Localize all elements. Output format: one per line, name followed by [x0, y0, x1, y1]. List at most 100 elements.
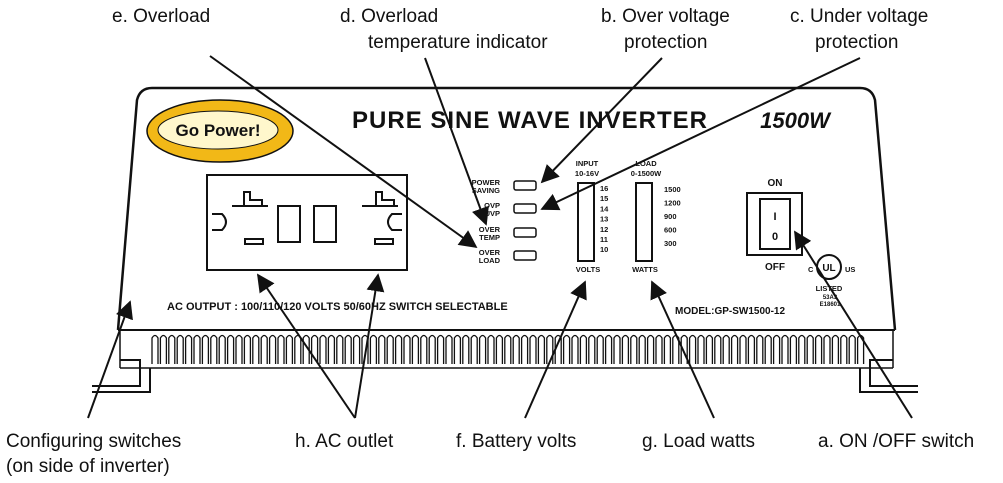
- fin: [798, 334, 806, 364]
- fin: [218, 334, 226, 364]
- fin: [529, 334, 537, 364]
- callout-config-1: Configuring switches: [6, 431, 181, 452]
- callout-ovp-1: b. Over voltage: [601, 6, 730, 27]
- leader-overtemp: [424, 57, 489, 226]
- fin: [176, 334, 184, 364]
- fin: [428, 334, 436, 364]
- fin: [470, 334, 478, 364]
- indicator-led: [513, 180, 537, 191]
- fin: [697, 334, 705, 364]
- load-scale-tick: 1200: [664, 199, 681, 208]
- fin: [352, 334, 361, 364]
- fin: [764, 334, 772, 364]
- fin: [277, 334, 285, 364]
- fin: [579, 334, 588, 364]
- fin: [369, 334, 378, 364]
- fin: [462, 334, 470, 364]
- fin: [378, 334, 386, 364]
- ul-code-1: 53A3: [823, 295, 838, 301]
- switch-off-symbol: 0: [772, 231, 778, 243]
- fin: [294, 334, 302, 364]
- battery-meter-header-1: INPUT: [576, 159, 599, 168]
- fin: [386, 334, 394, 364]
- indicator-label-line1: OVP: [484, 201, 500, 210]
- leader-load-watts: [650, 280, 715, 419]
- fin: [747, 334, 756, 364]
- fin: [201, 334, 210, 364]
- fin: [151, 334, 159, 364]
- fin: [562, 334, 571, 364]
- fin: [840, 334, 848, 364]
- fin: [453, 334, 462, 364]
- mounting-foot-left: [92, 359, 151, 393]
- callout-uvp-2: protection: [815, 32, 898, 53]
- ul-code-2: E18601: [820, 302, 841, 308]
- load-scale-tick: 1500: [664, 185, 681, 194]
- model-label: MODEL:GP-SW1500-12: [675, 306, 785, 317]
- callout-on-off: a. ON /OFF switch: [818, 431, 974, 452]
- ac-outlet: [206, 174, 408, 271]
- fin: [302, 334, 310, 364]
- fin: [420, 334, 428, 364]
- fin: [394, 334, 403, 364]
- callout-overtemp-2: temperature indicator: [368, 32, 548, 53]
- fin: [336, 334, 344, 364]
- fin: [537, 334, 546, 364]
- fin: [445, 334, 453, 364]
- load-meter-header-2: 0-1500W: [631, 169, 662, 178]
- fin: [621, 334, 630, 364]
- fin: [613, 334, 621, 364]
- battery-scale-tick: 14: [600, 204, 609, 213]
- load-scale-tick: 600: [664, 226, 677, 235]
- fin: [193, 334, 201, 364]
- callout-uvp-1: c. Under voltage: [790, 6, 928, 27]
- fin: [789, 334, 798, 364]
- fin: [739, 334, 747, 364]
- fin: [588, 334, 596, 364]
- battery-scale-tick: 13: [600, 215, 608, 224]
- brand-name: Go Power!: [175, 121, 260, 140]
- indicator-label-line2: TEMP: [479, 233, 500, 242]
- on-off-switch[interactable]: ON I 0 OFF: [746, 178, 803, 273]
- fin: [411, 334, 420, 364]
- fin: [688, 334, 697, 364]
- switch-off-label: OFF: [765, 262, 785, 273]
- fin: [814, 334, 823, 364]
- fin: [722, 334, 730, 364]
- ul-listed-label: LISTED: [816, 284, 843, 293]
- battery-scale-tick: 15: [600, 194, 608, 203]
- fin: [260, 334, 268, 364]
- indicator-label-line2: LOAD: [479, 256, 501, 265]
- indicator-led: [513, 227, 537, 238]
- fin: [436, 334, 445, 364]
- fin: [655, 334, 663, 364]
- leader-uvp: [540, 57, 861, 211]
- fin: [705, 334, 714, 364]
- leader-outlet-right: [354, 273, 385, 419]
- load-meter-footer: WATTS: [632, 265, 658, 274]
- battery-scale-tick: 12: [600, 225, 608, 234]
- callout-ovp-2: protection: [624, 32, 707, 53]
- callout-leaders: [87, 55, 913, 419]
- fin: [714, 334, 722, 364]
- fin: [848, 334, 856, 364]
- load-scale-tick: 300: [664, 239, 677, 248]
- leader-overload: [209, 55, 478, 249]
- fin: [327, 334, 336, 364]
- indicator-led: [513, 250, 537, 261]
- fin: [646, 334, 655, 364]
- indicator-label-line1: POWER: [472, 178, 501, 187]
- fin: [495, 334, 504, 364]
- fin: [604, 334, 613, 364]
- power-rating: 1500W: [760, 108, 832, 133]
- callout-config-2: (on side of inverter): [6, 456, 170, 477]
- indicator-label-line2: UVP: [485, 209, 500, 218]
- callout-battery-volts: f. Battery volts: [456, 431, 576, 452]
- fin: [243, 334, 252, 364]
- battery-scale-tick: 10: [600, 245, 608, 254]
